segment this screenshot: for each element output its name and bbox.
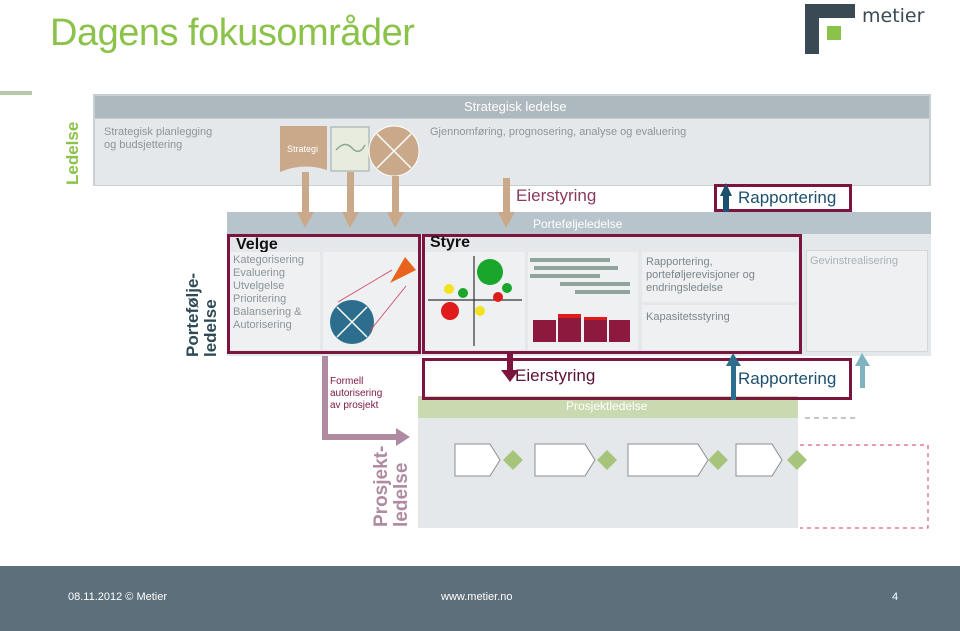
report-up-arrow-icon	[720, 183, 732, 196]
velge-list: Kategorisering Evaluering Utvelgelse Pri…	[233, 254, 304, 332]
strategi-document-icon	[280, 126, 327, 172]
project-rapportering: Rapportering	[738, 369, 837, 388]
velge-title: Velge	[236, 236, 278, 253]
gantt-bars	[530, 258, 630, 294]
portfolio-band-header	[227, 212, 931, 234]
strategic-body	[95, 119, 929, 185]
portfolio-eierstyring: Eierstyring	[516, 186, 597, 205]
page-title: Dagens fokusområder	[50, 12, 415, 54]
velge-item: Kategorisering	[233, 254, 304, 266]
benefit-up-arrow-icon	[855, 353, 870, 366]
portfolio-rapportering-frame	[714, 184, 852, 212]
matrix-bubble	[441, 302, 459, 320]
formal-auth-arrow-icon	[396, 428, 410, 446]
gantt-columns	[533, 315, 630, 342]
portfolio-rapportering: Rapportering	[738, 188, 837, 207]
reporting-box	[642, 252, 798, 302]
logo-text: metier	[862, 5, 925, 27]
velge-slice-icon	[390, 257, 416, 283]
velge-frame	[227, 234, 421, 354]
matrix-bubble	[477, 259, 503, 285]
accent-line	[0, 91, 32, 95]
lifecycle-milestones	[503, 450, 807, 470]
benefits-text: Gevinstrealisering	[810, 255, 899, 267]
matrix-bubble	[458, 288, 468, 298]
footer-page-number: 4	[892, 591, 899, 603]
velge-item: Autorisering	[233, 319, 292, 331]
capacity-box	[642, 305, 798, 350]
matrix-bubble	[493, 292, 503, 302]
velge-item: Balansering &	[233, 306, 302, 318]
velge-list-box	[230, 252, 320, 350]
footer-url[interactable]: www.metier.no	[441, 591, 513, 603]
reporting-text: Rapportering, porteføljerevisjoner og en…	[646, 256, 755, 294]
velge-item: Utvelgelse	[233, 280, 285, 292]
styre-title: Styre	[430, 234, 471, 251]
strategi-label: Strategi	[287, 144, 319, 154]
metier-logo-icon	[805, 4, 855, 54]
benefits-box	[806, 250, 928, 352]
eierstyring-down-arrow-icon	[501, 370, 519, 382]
matrix-bubble	[502, 283, 512, 293]
project-band-title: Prosjektledelse	[566, 399, 648, 413]
project-control-frame	[422, 358, 852, 400]
project-eierstyring: Eierstyring	[515, 366, 596, 385]
portfolio-band-title: Porteføljeledelse	[533, 217, 623, 231]
capacity-text: Kapasitetsstyring	[646, 311, 730, 323]
strategic-planning: Strategisk planlegging og budsjettering	[104, 126, 213, 151]
strategic-execution: Gjennomføring, prognosering, analyse og …	[430, 126, 687, 138]
footer-date: 08.11.2012 © Metier	[68, 591, 168, 603]
footer-bar	[0, 566, 960, 631]
strategic-band-title: Strategisk ledelse	[464, 99, 567, 114]
project-band-header	[418, 396, 798, 418]
project-report-up-arrow-icon	[726, 353, 741, 366]
matrix-bubble	[475, 306, 485, 316]
lifecycle-chevrons	[454, 443, 783, 477]
matrix-bubble	[444, 284, 454, 294]
strategic-band-header	[95, 96, 929, 118]
styre-frame	[422, 234, 802, 354]
velge-item: Evaluering	[233, 267, 285, 279]
strategy-down-arrows	[297, 172, 515, 228]
formal-authorization: Formell autorisering av prosjekt	[330, 376, 383, 412]
velge-item: Prioritering	[233, 293, 287, 305]
styre-matrix-box	[425, 252, 525, 350]
